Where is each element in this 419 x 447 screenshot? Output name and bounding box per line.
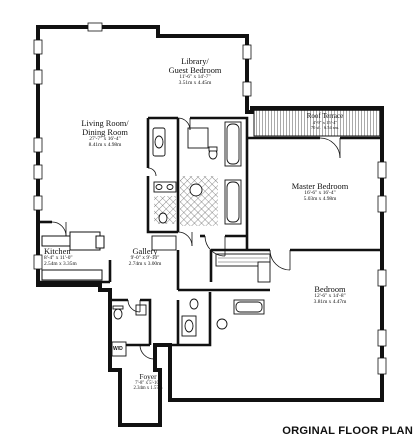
bath-tile-floor — [180, 176, 218, 226]
washer-dryer-label: W/D — [113, 346, 123, 352]
room-master-name: Master Bedroom — [291, 182, 349, 191]
room-roof-terrace-name: Roof Terrace — [306, 112, 344, 120]
room-kitchen-dim: 8'-4" x 11'-0" — [44, 255, 73, 262]
room-living-dim-metric: 8.41m x 4.98m — [88, 141, 122, 148]
room-library: Library/ Guest Bedroom 11'-6" x 14'-7" 3… — [150, 57, 240, 87]
room-living-name: Living Room/ — [81, 119, 129, 128]
room-master-dim: 16'-6" x 16'-4" — [304, 190, 336, 197]
room-library-name: Library/ — [181, 57, 209, 66]
room-library-dim-metric: 3.51m x 4.45m — [178, 79, 212, 86]
room-living-dim: 27'-7" x 16'-4" — [89, 136, 121, 143]
room-bedroom-name: Bedroom — [314, 285, 346, 294]
room-living-name-2: Dining Room — [82, 128, 128, 138]
room-library-dim: 11'-6" x 14'-7" — [179, 74, 211, 81]
room-living: Living Room/ Dining Room 27'-7" x 16'-4"… — [60, 119, 150, 149]
door-swings — [51, 117, 341, 360]
plan-title: ORGINAL FLOOR PLAN — [282, 425, 413, 437]
room-master: Master Bedroom 16'-6" x 16'-4" 5.03m x 4… — [272, 182, 368, 203]
room-foyer-dim-metric: 2.34m x 1.57m — [133, 386, 163, 392]
room-library-name-2: Guest Bedroom — [168, 66, 222, 76]
room-gallery-name: Gallery — [132, 247, 158, 256]
room-master-dim-metric: 5.03m x 4.98m — [303, 195, 337, 202]
room-bedroom-dim-metric: 3.81m x 4.47m — [313, 298, 347, 305]
interior-walls — [38, 116, 382, 347]
room-kitchen-name: Kitchen — [44, 247, 71, 256]
windows — [33, 22, 387, 375]
room-bedroom: Bedroom 12'-6" x 14'-8" 3.81m x 4.47m — [292, 285, 368, 306]
room-gallery-dim: 9'-0" x 9'-10" — [130, 255, 160, 262]
room-roof-terrace: Roof Terrace 4'-9" x 15'-4" 70 sf. 6.54 … — [280, 112, 370, 130]
kitchen-counters — [41, 231, 105, 281]
room-roof-terrace-area: 70 sf. 6.54 sm. — [310, 124, 340, 130]
room-roof-terrace-dim: 4'-9" x 15'-4" — [312, 119, 338, 125]
bath-fixtures — [111, 121, 265, 357]
closets — [151, 235, 271, 283]
room-foyer: Foyer 7'-8" x 5'-10" 2.34m x 1.57m — [126, 372, 170, 392]
room-bedroom-dim: 12'-6" x 14'-8" — [314, 293, 346, 300]
room-kitchen: Kitchen 8'-4" x 11'-0" 2.54m x 3.35m — [40, 247, 100, 268]
room-gallery: Gallery 9'-0" x 9'-10" 2.74m x 3.00m — [110, 247, 180, 268]
room-kitchen-dim-metric: 2.54m x 3.35m — [44, 260, 77, 267]
roof-terrace-hatch — [253, 109, 381, 137]
room-foyer-name: Foyer — [139, 372, 157, 381]
room-gallery-dim-metric: 2.74m x 3.00m — [128, 260, 162, 267]
room-foyer-dim: 7'-8" x 5'-10" — [135, 380, 161, 386]
